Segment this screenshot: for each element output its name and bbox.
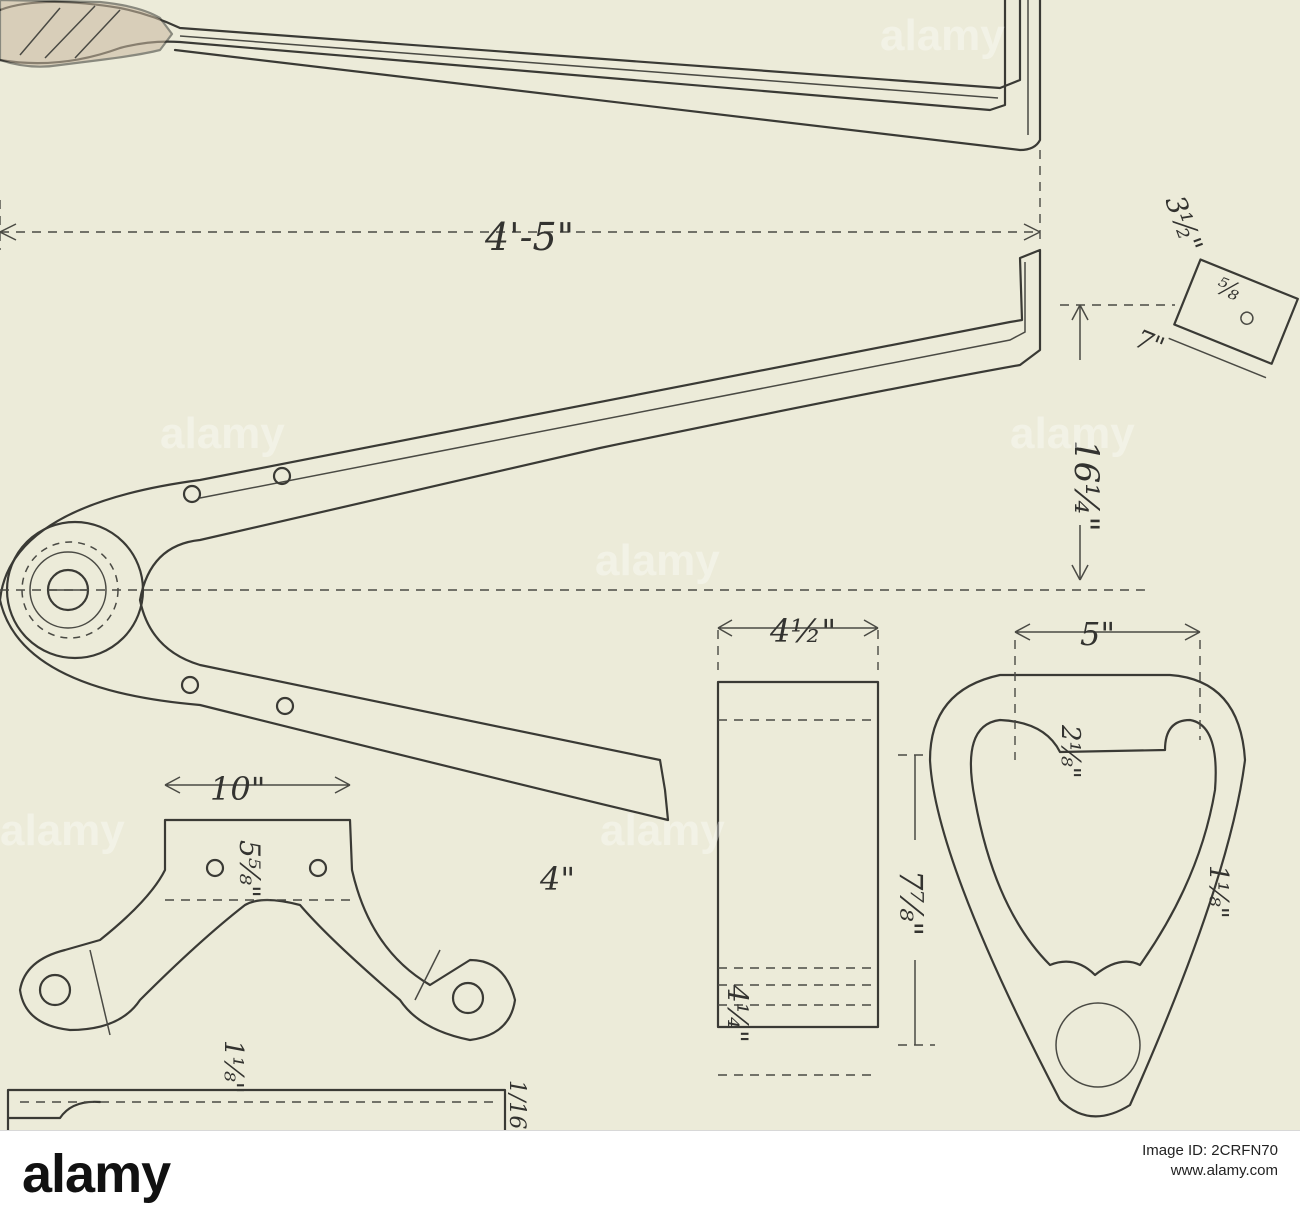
dim-label-yoke-width: 10" [210, 770, 265, 808]
dim-label-arm-offset: 16¼" [1066, 440, 1106, 532]
image-info: Image ID: 2CRFN70 www.alamy.com [1142, 1141, 1278, 1180]
svg-text:alamy: alamy [880, 11, 1005, 60]
dim-label-bar-thickness: 1/16" [504, 1080, 529, 1130]
svg-text:alamy: alamy [0, 806, 125, 855]
dim-label-clip-width: 7" [1131, 324, 1169, 362]
svg-text:alamy: alamy [595, 536, 720, 585]
site-url[interactable]: www.alamy.com [1170, 1161, 1278, 1179]
dim-label-ring-inner: 2⅛" [1055, 724, 1085, 779]
yoke-part: 10" 5⅝" 4" 1⅛" [18, 770, 575, 1094]
flat-bar-part: 1/16" [6, 1080, 529, 1130]
technical-drawing: 4'-5" 16¼" 7" ⅝ 3½" 4½" [0, 0, 1300, 1130]
upper-arm [0, 0, 1042, 152]
block-part: 4½" 7⅞" 4¼" [716, 612, 935, 1076]
dim-label-ring-wall: 1⅛" [1203, 865, 1233, 919]
footer-bar: alamy Image ID: 2CRFN70 www.alamy.com [0, 1130, 1300, 1221]
dim-label-yoke-lug: 4" [539, 860, 575, 898]
image-id: Image ID: 2CRFN70 [1142, 1142, 1278, 1159]
svg-text:alamy: alamy [600, 806, 725, 855]
dim-label-yoke-depth: 5⅝" [233, 840, 266, 898]
ring-part: 5" 2⅛" 1⅛" [928, 615, 1247, 1118]
dim-label-yoke-thickness: 1⅛" [218, 1040, 248, 1094]
fork-arm [0, 248, 1150, 822]
svg-text:alamy: alamy [160, 409, 285, 458]
dim-arm-offset: 16¼" [1060, 304, 1175, 581]
dim-label-clip-hole: ⅝ [1212, 272, 1245, 307]
dim-label-block-width: 4½" [769, 612, 836, 650]
dim-overall-length: 4'-5" [0, 150, 1041, 259]
dim-label-overall-length: 4'-5" [484, 215, 574, 259]
dim-label-block-height: 7⅞" [892, 870, 930, 936]
watermarks: alamy alamy alamy alamy alamy alamy [0, 11, 1135, 855]
svg-text:alamy: alamy [1010, 409, 1135, 458]
dim-label-clip-height: 3½" [1158, 191, 1209, 257]
clip-part: 7" ⅝ [1131, 258, 1299, 379]
dim-label-ring-width: 5" [1080, 615, 1115, 653]
dim-label-block-lower: 4¼" [721, 984, 754, 1043]
alamy-logo[interactable]: alamy [22, 1144, 171, 1204]
